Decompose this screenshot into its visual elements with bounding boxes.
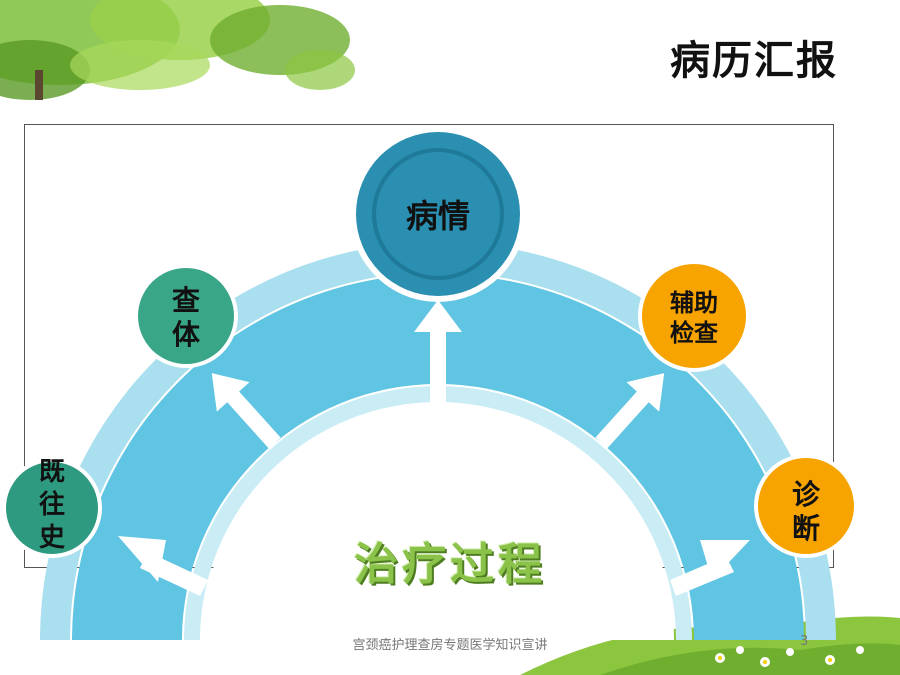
node-auxiliary-line: 检查 [670,319,718,347]
node-diagnosis-circle [754,454,858,558]
arrow-to-auxiliary [595,373,665,449]
node-history-char: 史 [38,523,65,553]
node-diagnosis-label: 诊 断 [776,478,836,546]
grass-decoration [520,616,900,675]
arrow-to-exam [211,373,281,449]
node-exam-label: 查 体 [156,284,216,352]
arrows [118,300,750,596]
node-history-char: 往 [38,490,65,520]
arc-inner-fill [202,404,674,640]
arrow-to-history [118,536,208,596]
node-auxiliary-circle [638,260,750,372]
node-diagnosis-char: 诊 [791,478,820,511]
arc-main-band [72,274,804,640]
footer-text: 宫颈癌护理查房专题医学知识宣讲 [352,638,548,653]
page-number: 3 [800,634,809,649]
node-exam-circle [134,264,238,368]
arrow-to-condition [414,300,462,406]
node-condition-circle [350,126,526,302]
node-exam-char: 体 [171,318,200,351]
node-history-char: 既 [38,457,65,487]
node-history-circle [2,458,102,558]
arrow-to-diagnosis [670,540,750,596]
node-exam-char: 查 [171,284,200,317]
node-auxiliary-line: 辅助 [670,289,718,317]
tree-leaves-decoration [0,0,355,100]
node-auxiliary-label: 辅助 检查 [652,288,736,348]
node-condition-label: 病情 [405,197,470,235]
node-history-label: 既 往 史 [22,456,82,555]
page-title: 病历汇报 [670,38,838,84]
center-label: 治疗过程 [354,539,546,590]
node-diagnosis-char: 断 [791,512,820,545]
